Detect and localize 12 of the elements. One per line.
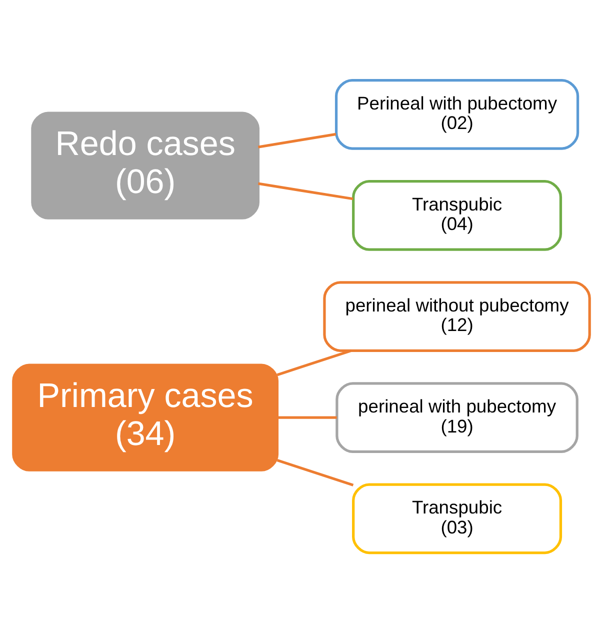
connector [258,182,354,200]
node-box: Transpubic (04) [352,180,562,250]
node-box: perineal without pubectomy (12) [323,280,591,352]
connector [276,348,352,376]
node-box: Perineal with pubectomy (02) [334,78,580,150]
connector [276,458,354,486]
node-box: Redo cases (06) [31,111,260,219]
node-box: Primary cases (34) [12,363,279,471]
node-box: perineal with pubectomy (19) [336,382,578,452]
connector [277,416,337,418]
connector [258,132,336,148]
node-box: Transpubic (03) [352,482,562,554]
